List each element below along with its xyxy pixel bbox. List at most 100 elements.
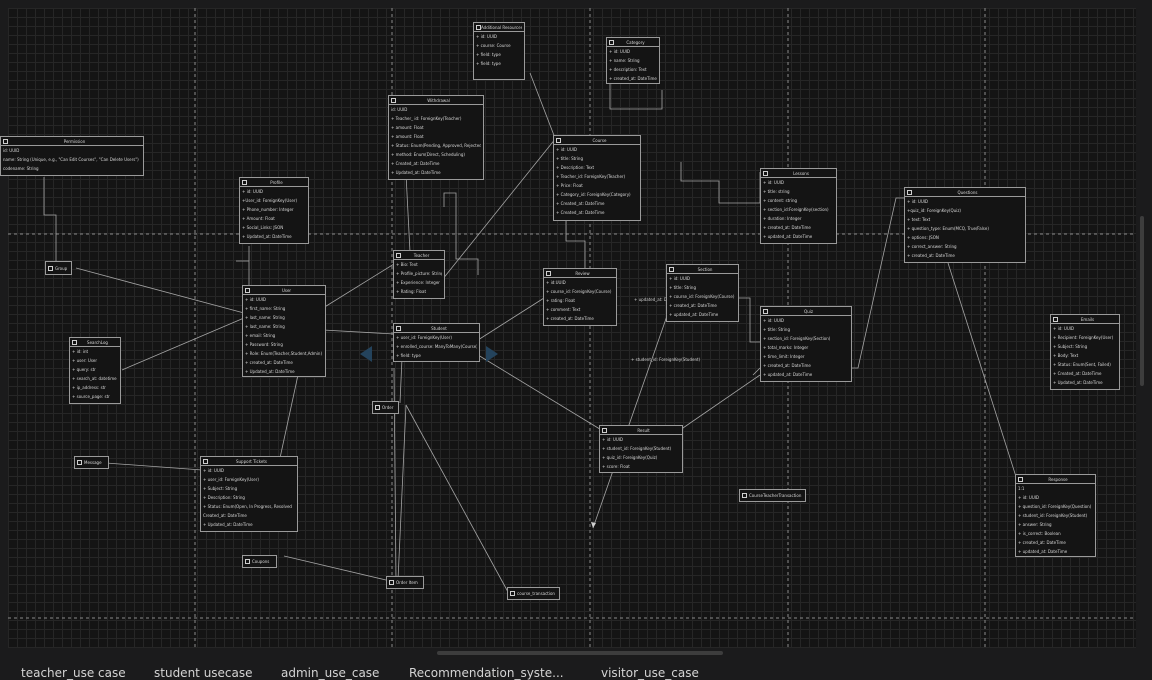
entity-field: + enrolled_course: ManyToMany(Course)	[396, 344, 477, 349]
entity-select-icon[interactable]	[556, 137, 561, 143]
entity-select-icon[interactable]	[203, 458, 208, 464]
entity-select-icon[interactable]	[510, 591, 515, 596]
entity-select-icon[interactable]	[245, 287, 250, 293]
entity-field: + id: UUID	[1053, 326, 1075, 331]
entity-searchlog[interactable]: SearchLog+ id: int+ user: User+ query: s…	[69, 337, 121, 404]
entity-field: + Category_id: ForeignKey(Category)	[556, 192, 631, 197]
entity-select-icon[interactable]	[396, 252, 401, 258]
resize-handle-left[interactable]	[360, 346, 372, 362]
entity-fields: + id: UUID+ Recipient: ForeignKey(User)+…	[1051, 324, 1119, 387]
entity-courseteacher[interactable]: CourseTeacherTransaction	[739, 489, 806, 502]
entity-select-icon[interactable]	[609, 39, 614, 45]
entity-order[interactable]: Order	[372, 401, 399, 414]
entity-select-icon[interactable]	[1018, 476, 1023, 482]
entity-orderitem[interactable]: Order Item	[386, 576, 424, 589]
entity-quiz[interactable]: Quiz+ id: UUID+ title: String+ section_i…	[760, 306, 852, 382]
entity-field: + ip_address: str	[72, 385, 106, 390]
entity-title: Review	[575, 270, 590, 276]
entity-select-icon[interactable]	[546, 270, 551, 276]
entity-select-icon[interactable]	[763, 170, 768, 176]
entity-coupons[interactable]: Coupons	[242, 555, 277, 568]
entity-fields: + user_id: ForeignKey(User)+ enrolled_co…	[394, 333, 479, 360]
entity-title: User	[281, 287, 292, 293]
entity-select-icon[interactable]	[48, 265, 53, 271]
entity-header: Result	[600, 426, 682, 435]
entity-category[interactable]: Category+ id: UUID+ name: String+ descri…	[606, 37, 660, 84]
entity-transaction[interactable]: course_transaction	[507, 587, 560, 600]
entity-support[interactable]: Support Tickets+ id: UUID+ user_id: Fore…	[200, 456, 298, 532]
entity-select-icon[interactable]	[77, 460, 82, 465]
entity-select-icon[interactable]	[245, 559, 250, 564]
entity-field: + first_name: String	[245, 306, 286, 311]
entity-field: + score: Float	[602, 464, 630, 469]
entity-header: Emails	[1051, 315, 1119, 324]
entity-field: + Rating: Float	[396, 289, 427, 294]
entity-field: + email: String	[245, 333, 276, 338]
tab-admin-use-case[interactable]: admin_use_case	[281, 666, 380, 680]
resize-handle-right[interactable]	[486, 346, 498, 362]
entity-user[interactable]: User+ id: UUID+ first_name: String+ last…	[242, 285, 326, 377]
entity-select-icon[interactable]	[242, 179, 247, 185]
tab-student-usecase[interactable]: student usecase	[154, 666, 253, 680]
entity-select-icon[interactable]	[476, 24, 481, 30]
entity-header: Student	[394, 324, 479, 333]
entity-select-icon[interactable]	[389, 580, 394, 585]
entity-select-icon[interactable]	[375, 405, 380, 410]
entity-header: Review	[544, 269, 616, 278]
entity-field: + id: int	[72, 349, 89, 354]
entity-select-icon[interactable]	[391, 97, 396, 103]
entity-field: + Price: Float	[556, 183, 583, 188]
entity-field: + question_type: Enum(MCQ, True/False)	[907, 226, 989, 231]
entity-emails[interactable]: Emails+ id: UUID+ Recipient: ForeignKey(…	[1050, 314, 1120, 390]
entity-teacher[interactable]: Teacher+ Bio: Text+ Profile_picture: Str…	[393, 250, 445, 299]
entity-select-icon[interactable]	[742, 493, 747, 498]
entity-select-icon[interactable]	[602, 427, 607, 433]
entity-field: + Subject: String	[203, 486, 238, 491]
entity-additional[interactable]: Additional Resources+ id: UUID+ course: …	[473, 22, 525, 80]
entity-title: Order Item	[396, 580, 418, 585]
entity-group[interactable]: Group	[45, 261, 72, 275]
floating-label: + student_id: ForeignKey(Student)	[631, 357, 701, 362]
entity-field: + correct_answer: String	[907, 244, 957, 249]
entity-select-icon[interactable]	[396, 325, 401, 331]
entity-field: + Status: Enum(Pending, Approved, Reject…	[391, 143, 481, 148]
entity-course[interactable]: Course+ id: UUID+ title: String+ Descrip…	[553, 135, 641, 221]
entity-header: Teacher	[394, 251, 444, 260]
entity-select-icon[interactable]	[907, 189, 912, 195]
entity-field: + student_id: ForeignKey(Student)	[1018, 513, 1088, 518]
entity-select-icon[interactable]	[72, 339, 77, 345]
entity-field: + created_at: DateTime	[546, 316, 594, 321]
entity-lessons[interactable]: Lessons+ id: UUID+ title: string+ conten…	[760, 168, 837, 244]
entity-profile[interactable]: Profile+ id: UUID+User_id: ForeignKey(Us…	[239, 177, 309, 244]
entity-fields: + id: UUID+ name: String+ description: T…	[607, 47, 659, 83]
entity-select-icon[interactable]	[669, 266, 674, 272]
entity-fields: + id: UUID+ title: string+ content: stri…	[761, 178, 836, 241]
entity-title: CourseTeacherTransaction	[749, 493, 802, 498]
horizontal-scrollbar[interactable]	[437, 651, 723, 655]
entity-review[interactable]: Review+ id:UUID+ course_id: ForeignKey(C…	[543, 268, 617, 326]
tab-visitor-use-case[interactable]: visitor_use_case	[601, 666, 699, 680]
entity-field: + is_correct: Boolean	[1018, 531, 1061, 536]
entity-field: + course: Course	[476, 43, 511, 48]
entity-student[interactable]: Student+ user_id: ForeignKey(User)+ enro…	[393, 323, 480, 362]
entity-select-icon[interactable]	[763, 308, 768, 314]
entity-select-icon[interactable]	[1053, 316, 1058, 322]
entity-field: + created_at: DateTime	[609, 76, 657, 81]
entity-select-icon[interactable]	[3, 138, 8, 144]
vertical-scrollbar[interactable]	[1140, 216, 1144, 386]
entity-header: Coupons	[243, 556, 276, 567]
entity-title: Questions	[957, 189, 978, 195]
entity-result[interactable]: Result+ id: UUID+ student_id: ForeignKey…	[599, 425, 683, 473]
entity-field: + options: JSON	[907, 235, 939, 240]
entity-message[interactable]: Message	[74, 456, 109, 469]
entity-header: Order	[373, 402, 398, 413]
tab-teacher-use-case[interactable]: teacher_use case	[21, 666, 126, 680]
tab-recommendation-system[interactable]: Recommendation_syste...	[409, 666, 564, 680]
entity-questions[interactable]: Questions+ id: UUID+quiz_id: ForeignKey(…	[904, 187, 1026, 263]
entity-fields: + id: UUID+ course: Course+ field: type+…	[474, 32, 524, 68]
diagram-canvas[interactable]	[8, 8, 1136, 648]
entity-section[interactable]: Section+ id: UUID+ title: String+ course…	[666, 264, 739, 322]
